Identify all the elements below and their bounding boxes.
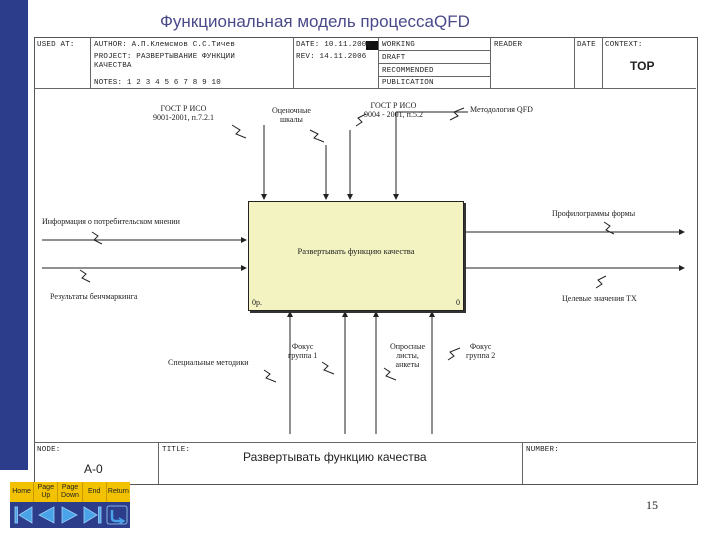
control-label: ГОСТ Р ИСО 9001-2001, п.7.2.1: [153, 104, 214, 122]
slide-title: Функциональная модель процессаQFD: [160, 12, 470, 31]
output-label: Профилограммы формы: [552, 209, 636, 218]
status-recommended: RECOMMENDED: [382, 67, 434, 75]
status-line: [378, 63, 490, 64]
context-label: CONTEXT:: [605, 41, 643, 49]
header-divider: [490, 37, 491, 88]
next-page-icon[interactable]: [61, 506, 78, 524]
page-up-button[interactable]: Page Up: [34, 482, 59, 502]
node-value: A-0: [84, 462, 103, 476]
end-button[interactable]: End: [83, 482, 107, 502]
status-line: [378, 76, 490, 77]
activity-number-left: 0р.: [252, 298, 262, 307]
home-button[interactable]: Home: [10, 482, 35, 502]
mechanism-label: Специальные методики: [168, 358, 249, 367]
status-publication: PUBLICATION: [382, 79, 434, 87]
activity-label: Развертывать функцию качества: [297, 246, 415, 256]
header-divider: [602, 37, 603, 88]
page-down-button[interactable]: Page Down: [58, 482, 83, 502]
date-text: DATE: 10.11.2006: [296, 41, 372, 49]
mechanism-label: Фокус группа 1: [288, 342, 318, 360]
number-label: NUMBER:: [526, 446, 559, 454]
date-label: DATE: [577, 41, 596, 49]
status-draft: DRAFT: [382, 54, 406, 62]
mechanism-label: Опросные листы, анкеты: [390, 342, 426, 369]
page-number: 15: [646, 498, 658, 512]
first-page-icon[interactable]: [14, 506, 33, 524]
return-button[interactable]: Return: [107, 488, 129, 495]
input-label: Результаты бенчмаркинга: [50, 292, 138, 301]
activity-number-right: 0: [456, 298, 460, 307]
notes-text: NOTES: 1 2 3 4 5 6 7 8 9 10: [94, 79, 221, 87]
slide-navigation: Home Page Up Page Down End Return: [10, 482, 130, 528]
header-bottom-line: [34, 88, 696, 89]
slide-left-bar: [0, 0, 28, 470]
project-text-2: КАЧЕСТВА: [94, 62, 132, 70]
reader-label: READER: [494, 41, 523, 49]
control-label: ГОСТ Р ИСО 9004 - 2001, п.5.2: [364, 101, 423, 119]
slide-left-stripe: [28, 35, 34, 470]
header-divider: [574, 37, 575, 88]
working-marker: [366, 41, 378, 50]
header-divider: [378, 37, 379, 88]
context-top: TOP: [630, 59, 655, 73]
header-divider: [293, 37, 294, 88]
footer-divider: [158, 442, 159, 484]
previous-page-icon[interactable]: [38, 506, 55, 524]
title-label: TITLE:: [162, 446, 191, 454]
footer-title: Развертывать функцию качества: [243, 450, 427, 464]
status-line: [378, 50, 490, 51]
status-working: WORKING: [382, 41, 415, 49]
rev-text: REV: 14.11.2006: [296, 53, 367, 61]
control-label: Методология QFD: [470, 105, 533, 114]
author-text: AUTHOR: А.П.Клемсмов С.С.Тичев: [94, 41, 236, 49]
header-divider: [90, 37, 91, 88]
footer-top-line: [34, 442, 696, 443]
last-page-icon[interactable]: [83, 506, 102, 524]
nav-icons: [14, 505, 128, 525]
output-label: Целевые значения ТХ: [562, 294, 637, 303]
footer-divider: [522, 442, 523, 484]
activity-box: Развертывать функцию качества 0р. 0: [248, 201, 464, 311]
node-label: NODE:: [37, 446, 61, 454]
used-at-label: USED AT:: [37, 41, 75, 49]
input-label: Информация о потребительском мнении: [42, 217, 180, 226]
project-text: PROJECT: РАЗВЕРТЫВАНИЕ ФУНКЦИИ: [94, 53, 236, 61]
control-label: Оценочные шкалы: [272, 106, 311, 124]
return-icon[interactable]: [106, 505, 128, 525]
mechanism-label: Фокус группа 2: [466, 342, 496, 360]
